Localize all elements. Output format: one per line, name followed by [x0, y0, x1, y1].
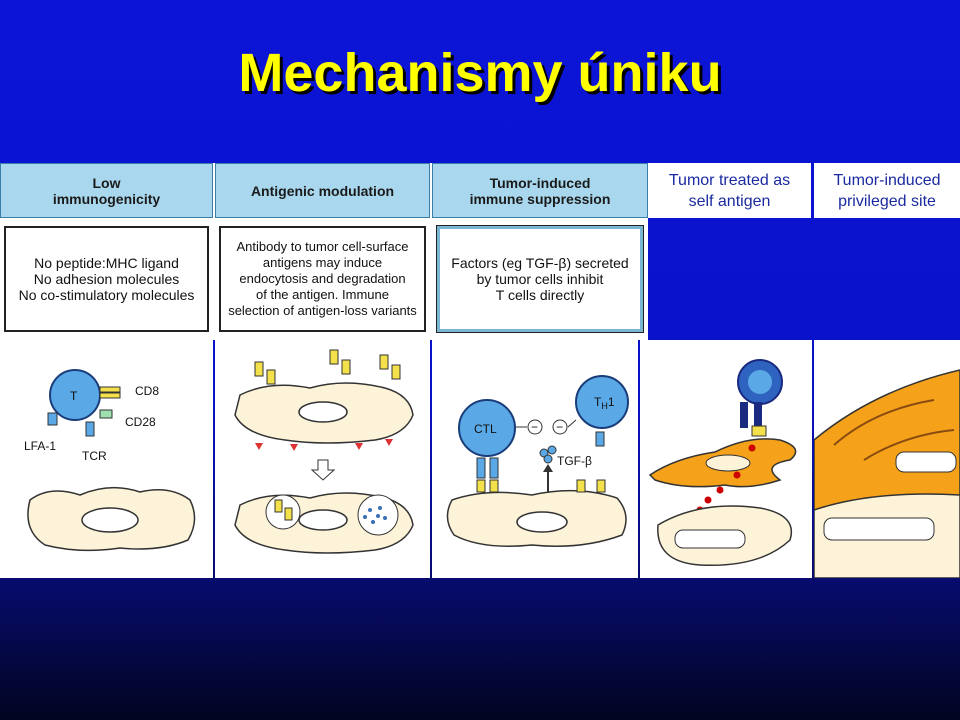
cd8-label: CD8: [135, 384, 159, 398]
figure-antigenic-modulation: [215, 340, 430, 578]
header-self-antigen: Tumor treated as self antigen: [648, 163, 811, 218]
header-text: Tumor-induced immune suppression: [469, 174, 611, 207]
header-privileged-site: Tumor-induced privileged site: [814, 163, 960, 218]
figure-self-antigen: [640, 340, 812, 578]
header-antigenic-modulation: Antigenic modulation: [215, 163, 430, 218]
description-low-immunogenicity: No peptide:MHC ligand No adhesion molecu…: [4, 226, 209, 332]
description-immune-suppression: Factors (eg TGF-β) secreted by tumor cel…: [436, 225, 644, 333]
header-text: Antigenic modulation: [250, 182, 395, 199]
figure-privileged-site: [813, 340, 960, 579]
minus-2: −: [556, 420, 563, 434]
header-immune-suppression: Tumor-induced immune suppression: [432, 163, 648, 218]
cd28-label: CD28: [125, 415, 156, 429]
t-cell-label: T: [70, 389, 78, 403]
slide-title: Mechanismy úniku: [238, 43, 722, 103]
description-antigenic-modulation: Antibody to tumor cell-surface antigens …: [219, 226, 426, 332]
th1-label: TH1: [594, 395, 615, 411]
ctl-label: CTL: [474, 422, 497, 436]
header-low-immunogenicity: Low immunogenicity: [0, 163, 213, 218]
header-text: Low immunogenicity: [52, 174, 161, 207]
minus-1: −: [531, 420, 538, 434]
tcr-label: TCR: [82, 449, 107, 463]
figure-immune-suppression: CTL TH1 − − TGF-β: [432, 340, 638, 578]
lfa1-label: LFA-1: [24, 439, 56, 453]
tgf-beta-label: TGF-β: [557, 454, 592, 468]
figure-low-immunogenicity: T CD8 CD28 LFA-1 TCR: [0, 340, 213, 578]
